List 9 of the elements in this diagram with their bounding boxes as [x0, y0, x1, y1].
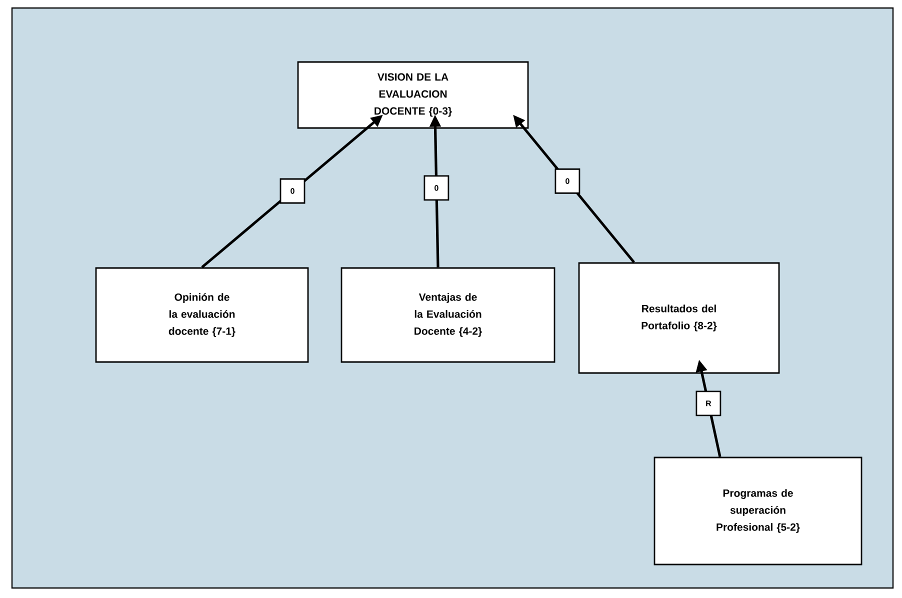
- edge-label: 0: [554, 168, 580, 194]
- concept-box: Ventajas de la Evaluación Docente {4-2}: [340, 267, 556, 363]
- concept-box: Resultados del Portafolio {8-2}: [578, 262, 780, 374]
- edge-label: 0: [280, 178, 306, 204]
- edge-label: R: [696, 390, 722, 416]
- concept-box: Programas de superación Profesional {5-2}: [654, 456, 862, 566]
- concept-box: VISION DE LA EVALUACION DOCENTE {0-3}: [297, 61, 529, 129]
- edge-label: 0: [424, 175, 450, 201]
- concept-box: Opinión de la evaluación docente {7-1}: [95, 267, 309, 363]
